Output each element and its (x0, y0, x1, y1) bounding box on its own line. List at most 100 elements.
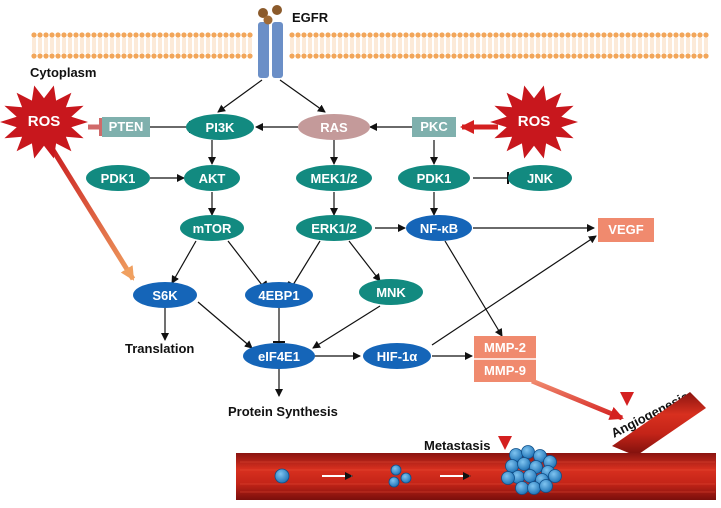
membrane-tail (86, 38, 90, 53)
membrane-bead (205, 32, 211, 38)
membrane-tail (56, 38, 60, 53)
erk12-label: ERK1/2 (311, 221, 357, 236)
membrane-tail (314, 38, 318, 53)
membrane-tail (500, 38, 504, 53)
membrane-bead (649, 53, 655, 59)
membrane-tail (158, 38, 162, 53)
membrane-tail (632, 38, 636, 53)
membrane-tail (476, 38, 480, 53)
ros-and-effect-arrows (45, 118, 634, 450)
membrane-tail (98, 38, 102, 53)
membrane-bead (649, 32, 655, 38)
membrane-bead (295, 53, 301, 59)
membrane-bead (31, 53, 37, 59)
membrane-bead (211, 53, 217, 59)
membrane-tail (614, 38, 618, 53)
membrane-tail (530, 38, 534, 53)
tumor-cell (515, 481, 529, 495)
membrane-bead (229, 32, 235, 38)
membrane-bead (469, 53, 475, 59)
membrane-bead (427, 32, 433, 38)
membrane-bead (445, 32, 451, 38)
blood-vessel (236, 392, 716, 500)
membrane-bead (199, 53, 205, 59)
membrane-bead (337, 53, 343, 59)
membrane-bead (463, 53, 469, 59)
akt-node: AKT (184, 165, 240, 191)
membrane-bead (433, 32, 439, 38)
membrane-bead (223, 53, 229, 59)
membrane-tail (38, 38, 42, 53)
membrane-bead (523, 53, 529, 59)
membrane-tail (344, 38, 348, 53)
membrane-bead (517, 53, 523, 59)
membrane-tail (230, 38, 234, 53)
membrane-bead (631, 53, 637, 59)
s6k-label: S6K (152, 288, 178, 303)
tumor-cell (527, 481, 541, 495)
membrane-tail (512, 38, 516, 53)
membrane-bead (235, 32, 241, 38)
membrane-bead (349, 53, 355, 59)
membrane-bead (289, 32, 295, 38)
membrane-bead (175, 53, 181, 59)
membrane-bead (331, 53, 337, 59)
membrane-tail (326, 38, 330, 53)
membrane-bead (409, 32, 415, 38)
membrane-bead (85, 53, 91, 59)
membrane-bead (397, 53, 403, 59)
membrane-bead (601, 32, 607, 38)
membrane-bead (103, 53, 109, 59)
membrane-bead (637, 53, 643, 59)
membrane-bead (565, 53, 571, 59)
membrane-bead (325, 53, 331, 59)
4ebp1-label: 4EBP1 (258, 288, 299, 303)
membrane-bead (223, 32, 229, 38)
membrane-bead (673, 32, 679, 38)
membrane-bead (289, 53, 295, 59)
tumor-cell (501, 471, 515, 485)
protein-synthesis-label: Protein Synthesis (228, 404, 338, 419)
membrane-bead (691, 53, 697, 59)
membrane-bead (577, 53, 583, 59)
membrane-bead (127, 32, 133, 38)
membrane-tail (302, 38, 306, 53)
membrane-bead (31, 32, 37, 38)
membrane-tail (332, 38, 336, 53)
membrane-bead (487, 53, 493, 59)
ros-burst-left: ROS (0, 85, 88, 159)
membrane-tail (200, 38, 204, 53)
mek12-node: MEK1/2 (296, 165, 372, 191)
s6k-node: S6K (133, 282, 197, 308)
membrane-bead (607, 32, 613, 38)
membrane-bead (397, 32, 403, 38)
membrane-bead (193, 32, 199, 38)
membrane-tail (440, 38, 444, 53)
membrane-tail (374, 38, 378, 53)
membrane-bead (559, 53, 565, 59)
membrane-bead (91, 53, 97, 59)
membrane-bead (505, 32, 511, 38)
membrane-bead (145, 32, 151, 38)
membrane-bead (229, 53, 235, 59)
membrane-bead (553, 53, 559, 59)
membrane-tail (152, 38, 156, 53)
membrane-bead (121, 53, 127, 59)
hif1a-label: HIF-1α (377, 349, 418, 364)
4ebp1-node: 4EBP1 (245, 282, 313, 308)
membrane-tail (80, 38, 84, 53)
membrane-bead (235, 53, 241, 59)
membrane-bead (43, 32, 49, 38)
membrane-tail (464, 38, 468, 53)
membrane-bead (697, 32, 703, 38)
membrane-bead (391, 53, 397, 59)
membrane-bead (517, 32, 523, 38)
membrane-bead (643, 53, 649, 59)
membrane-bead (79, 53, 85, 59)
membrane-bead (481, 53, 487, 59)
membrane-bead (133, 32, 139, 38)
membrane-bead (679, 53, 685, 59)
membrane-bead (535, 32, 541, 38)
membrane-bead (601, 53, 607, 59)
erk12-node: ERK1/2 (296, 215, 372, 241)
